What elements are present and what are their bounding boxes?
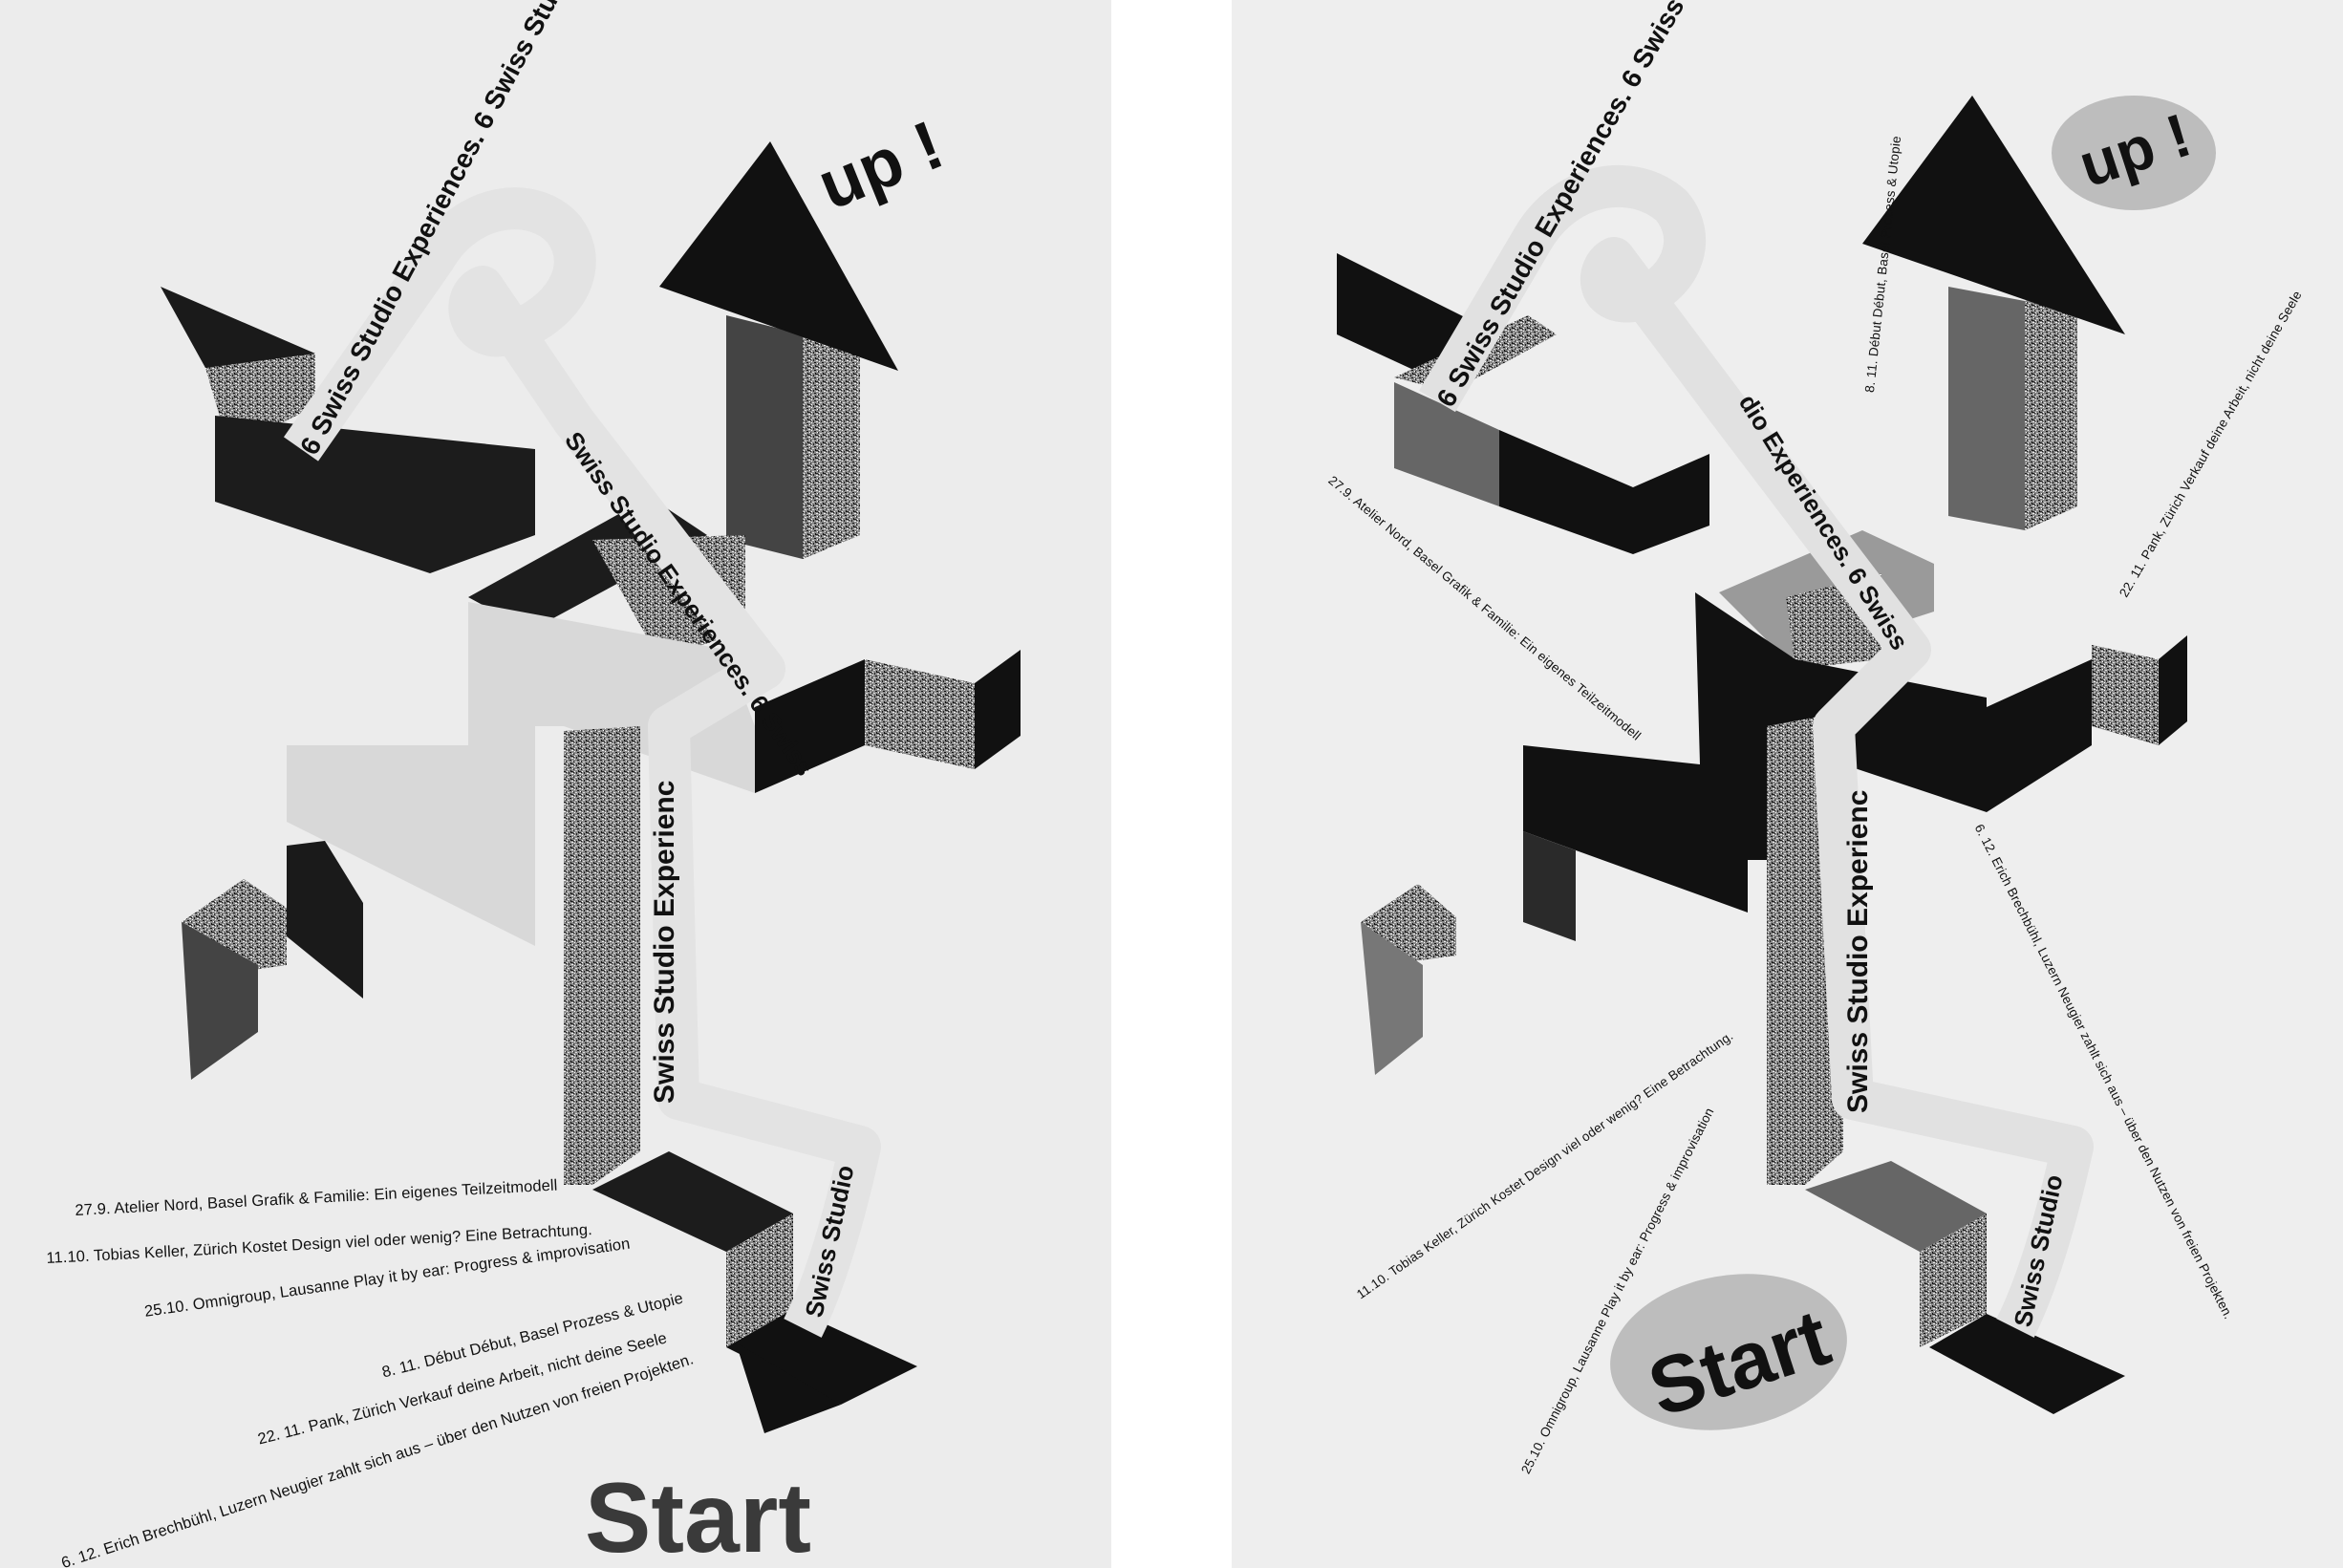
arrow-shaft-side	[803, 315, 860, 559]
left-arm-front	[215, 416, 535, 573]
left-leg-front	[182, 922, 258, 1080]
left-leg-dark	[287, 841, 363, 999]
left-arm-front	[1394, 382, 1499, 506]
right-leg-noise	[1920, 1214, 1987, 1347]
poster-right: 6 Swiss Studio Experiences. 6 Swiss Stud…	[1232, 0, 2343, 1568]
right-leg-shaft	[564, 726, 640, 1185]
headline-start: Start	[585, 1463, 811, 1568]
arrow-head	[1862, 96, 2125, 334]
torso-dark	[1523, 592, 1987, 913]
arrow-shaft-side	[2025, 287, 2077, 530]
arrow-shaft-front	[1948, 287, 2025, 530]
right-arm-noise	[865, 659, 975, 769]
right-arm-end	[2159, 635, 2187, 745]
svg-text:Swiss Studio Experienc: Swiss Studio Experienc	[1842, 790, 1874, 1113]
arrow-shaft-front	[726, 315, 803, 559]
torso-light	[287, 602, 755, 946]
right-arm-front	[755, 659, 865, 793]
left-leg-dark	[1523, 831, 1576, 941]
right-arm-front	[1987, 659, 2092, 812]
left-arm-front-dark	[1499, 430, 1709, 554]
right-arm-end	[975, 650, 1021, 769]
svg-text:Swiss Studio Experienc: Swiss Studio Experienc	[649, 781, 680, 1104]
poster-left: 6 Swiss Studio Experiences. 6 Swiss Stud…	[0, 0, 1111, 1568]
right-leg-step	[726, 1309, 917, 1405]
right-leg-foot-top	[1805, 1161, 1987, 1252]
ribbon-band	[1419, 164, 2094, 1338]
arrow-head	[659, 141, 898, 371]
runner-figure-right: 6 Swiss Studio Experiences. 6 Swiss Stud…	[1337, 0, 2216, 1430]
start-badge	[1610, 1274, 1847, 1430]
right-leg-end	[736, 1342, 841, 1433]
up-badge	[2052, 96, 2216, 210]
right-leg-step	[1929, 1314, 2125, 1414]
left-leg-front	[1361, 922, 1423, 1075]
ribbon-band	[283, 187, 881, 1338]
runner-figure-left: 6 Swiss Studio Experiences. 6 Swiss Stud…	[161, 0, 1021, 1433]
right-leg-foot-top	[592, 1151, 793, 1252]
right-leg-noise	[726, 1214, 793, 1347]
right-arm-noise	[2092, 645, 2159, 745]
